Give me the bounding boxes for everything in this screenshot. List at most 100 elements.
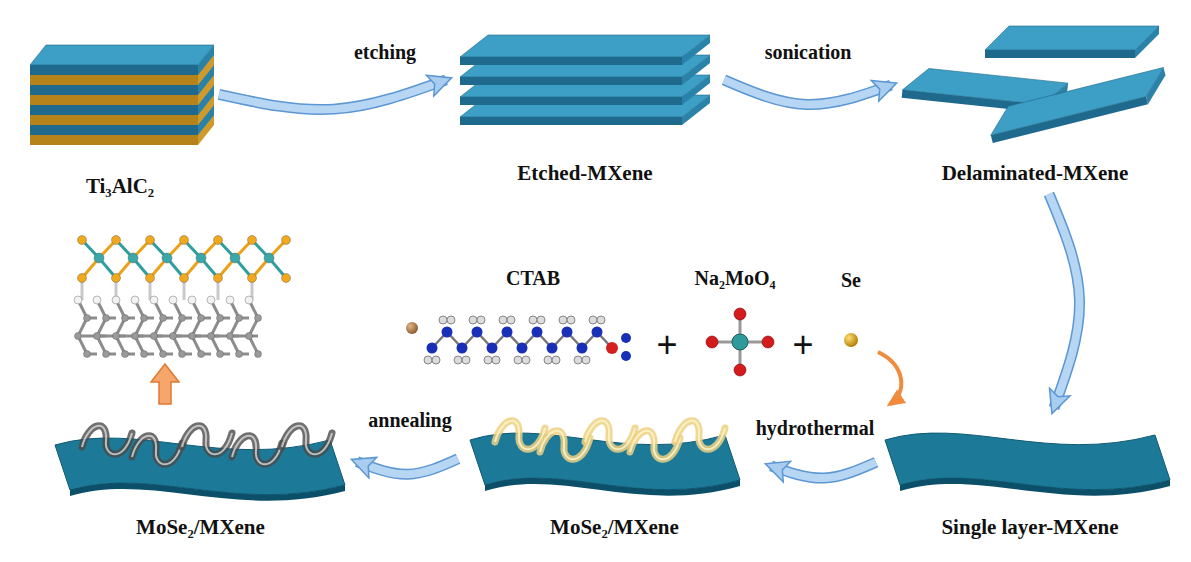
- hydrogen-atom: [529, 316, 537, 324]
- atom: [169, 296, 177, 304]
- ribbon-highlight: [630, 431, 680, 460]
- slab-front: [460, 77, 682, 85]
- arrow-body: [219, 80, 446, 110]
- atom: [103, 315, 110, 322]
- atom: [94, 333, 101, 340]
- slab-top: [460, 75, 710, 97]
- hydrogen-atom: [514, 356, 522, 364]
- arrow-body: [357, 459, 458, 474]
- hydrogen-atom: [439, 316, 447, 324]
- hydrogen-atom: [484, 356, 492, 364]
- ribbon-highlight: [540, 431, 590, 460]
- slab-front: [30, 125, 198, 135]
- stage-caption: MoSe₂/MXene: [550, 514, 679, 540]
- oxygen-atom: [734, 308, 746, 320]
- atom: [94, 253, 104, 263]
- slab-front: [30, 135, 198, 145]
- carbon-atom: [427, 343, 438, 354]
- atom: [217, 351, 224, 358]
- hydrogen-atom: [469, 316, 477, 324]
- reagent-molecules: [406, 308, 858, 376]
- arrow-outline: [219, 80, 446, 110]
- process-arrow: [219, 80, 446, 110]
- ribbon-highlight: [495, 421, 545, 450]
- hydrogen-atom: [499, 316, 507, 324]
- arrow-outline: [724, 80, 891, 105]
- stage-node: MoSe₂/MXene: [48, 402, 353, 544]
- slab-top: [30, 75, 214, 95]
- atom: [78, 274, 87, 283]
- atom: [207, 296, 215, 304]
- atom: [246, 333, 253, 340]
- etched-layers: [460, 35, 710, 125]
- hydrogen-atom: [567, 316, 575, 324]
- carbon-atom: [562, 327, 573, 338]
- slab-top: [30, 85, 214, 105]
- atom: [84, 315, 91, 322]
- slab-front: [460, 57, 682, 65]
- atom: [132, 333, 139, 340]
- hydrogen-atom: [574, 356, 582, 364]
- stage-caption: Single layer-MXene: [941, 514, 1118, 540]
- sheet-edge: [900, 478, 1170, 496]
- atom: [189, 333, 196, 340]
- atom: [146, 274, 155, 283]
- slab-side: [682, 35, 710, 65]
- slab-front: [30, 105, 198, 115]
- atom: [248, 274, 257, 283]
- atom: [112, 296, 120, 304]
- hydrogen-atom: [492, 356, 500, 364]
- atom: [103, 351, 110, 358]
- arrow-body: [724, 80, 891, 105]
- atom: [188, 296, 196, 304]
- atom: [179, 315, 186, 322]
- ribbon-highlight: [132, 436, 182, 465]
- atom: [245, 296, 253, 304]
- mose2-ribbon: [540, 431, 590, 460]
- step-label: etching: [354, 40, 416, 64]
- sheet-edge: [70, 483, 345, 501]
- atom: [75, 333, 82, 340]
- carbon-atom: [621, 333, 631, 343]
- oxygen-atom: [762, 336, 774, 348]
- atom: [112, 236, 121, 245]
- mose2-ribbon: [585, 421, 635, 450]
- slab-front: [985, 50, 1135, 58]
- atom: [255, 351, 262, 358]
- arrow-outline: [1049, 194, 1080, 408]
- slab-top: [30, 45, 214, 65]
- atom: [84, 351, 91, 358]
- reagent-label: Na₂MoO₄: [695, 266, 776, 290]
- hydrogen-atom: [589, 316, 597, 324]
- slab-side: [1140, 67, 1171, 104]
- stage-caption: Ti₃AlC₂: [86, 173, 154, 199]
- atom: [226, 296, 234, 304]
- slab-top: [30, 105, 214, 125]
- slab-top: [30, 95, 214, 115]
- hydrogen-atom: [477, 316, 485, 324]
- slab-top: [30, 115, 214, 135]
- hydrogen-atom: [522, 356, 530, 364]
- carbon-atom: [547, 343, 558, 354]
- carbon-atom: [502, 327, 513, 338]
- plus-sign: +: [656, 327, 677, 363]
- atom: [236, 351, 243, 358]
- step-label: annealing: [368, 408, 451, 432]
- arrow-outline: [771, 462, 876, 478]
- atom: [248, 236, 257, 245]
- mxene-flake: [985, 67, 1171, 143]
- hydrogen-atom: [559, 316, 567, 324]
- nitrogen-atom: [606, 342, 618, 354]
- mxene-sheets: [55, 421, 1170, 501]
- atom: [93, 296, 101, 304]
- mose2-ribbon: [675, 421, 725, 450]
- atom: [198, 351, 205, 358]
- slab-front: [30, 75, 198, 85]
- atom: [113, 333, 120, 340]
- carbon-atom: [517, 343, 528, 354]
- ribbon-highlight: [182, 426, 232, 455]
- atom: [112, 274, 121, 283]
- mose2-ribbon: [82, 426, 132, 455]
